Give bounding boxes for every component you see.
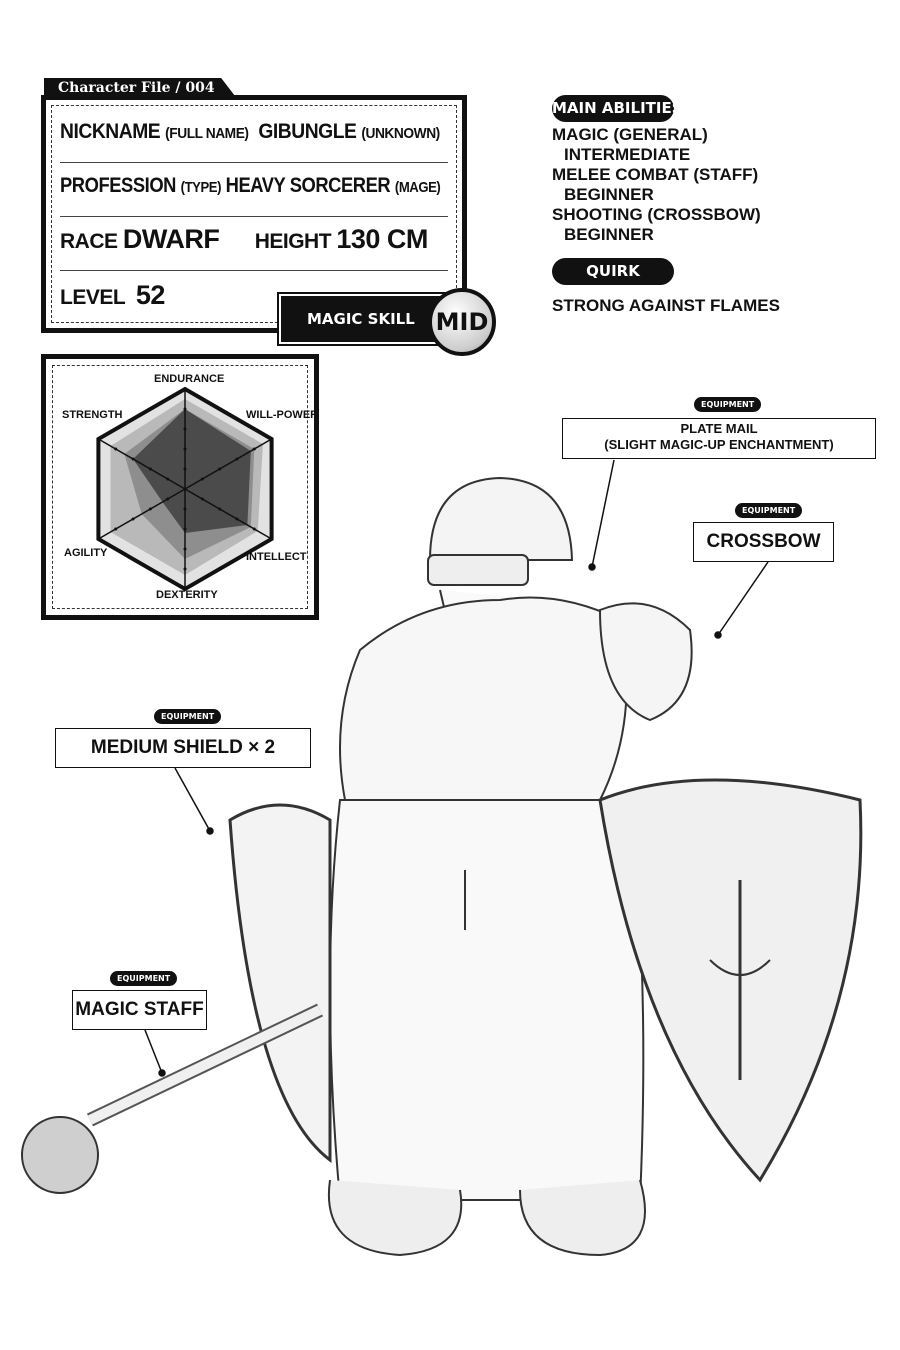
radar-axis	[98, 438, 186, 490]
axis-label-dexterity: DEXTERITY	[156, 589, 218, 601]
radar-axis	[98, 488, 186, 540]
equipment-tag: EQUIPMENT	[694, 397, 762, 412]
file-tab: Character File / 004	[44, 78, 237, 98]
equipment-tag: EQUIPMENT	[110, 971, 178, 986]
radar-tick	[200, 477, 204, 481]
equipment-tag: EQUIPMENT	[735, 503, 803, 518]
radar-tick	[131, 517, 135, 521]
radar-tick	[183, 467, 187, 471]
radar-tick	[235, 457, 239, 461]
main-abilities-heading: MAIN ABILITIES	[552, 95, 683, 122]
abilities-list: MAGIC (GENERAL) INTERMEDIATE MELEE COMBA…	[552, 125, 761, 244]
radar-tick	[183, 527, 187, 531]
equipment-tag: EQUIPMENT	[154, 709, 222, 724]
radar-tick	[166, 477, 170, 481]
axis-label-endurance: ENDURANCE	[154, 373, 225, 385]
radar-tick	[96, 537, 100, 541]
radar-axis	[184, 488, 272, 540]
axis-label-willpower: WILL-POWER	[246, 409, 319, 421]
axis-label-intellect: INTELLECT	[246, 551, 307, 563]
equipment-plate-mail: PLATE MAIL (SLIGHT MAGIC-UP ENCHANTMENT)	[562, 418, 876, 459]
equipment-magic-staff: MAGIC STAFF	[72, 990, 207, 1030]
radar-tick	[148, 467, 152, 471]
equipment-medium-shield: MEDIUM SHIELD × 2	[55, 728, 311, 768]
radar-tick	[166, 497, 170, 501]
radar-tick	[96, 437, 100, 441]
axis-label-strength: STRENGTH	[62, 409, 123, 421]
profession-row: PROFESSION (TYPE) HEAVY SORCERER (MAGE)	[60, 174, 441, 197]
radar-tick	[270, 437, 274, 441]
radar-tick	[183, 587, 187, 591]
radar-tick	[183, 547, 187, 551]
radar-tick	[218, 507, 222, 511]
equipment-crossbow: CROSSBOW	[693, 522, 834, 562]
magic-skill-badge: MID	[428, 288, 496, 356]
axis-label-agility: AGILITY	[64, 547, 108, 559]
radar-tick	[270, 537, 274, 541]
radar-svg	[96, 386, 274, 592]
radar-tick	[114, 447, 118, 451]
radar-tick	[183, 387, 187, 391]
radar-tick	[183, 407, 187, 411]
radar-tick	[131, 457, 135, 461]
radar-tick	[200, 497, 204, 501]
profile-card: NICKNAME (FULL NAME) GIBUNGLE (UNKNOWN) …	[41, 95, 467, 333]
radar-axis	[184, 438, 272, 490]
radar-tick	[114, 527, 118, 531]
radar-tick	[183, 507, 187, 511]
stats-radar-chart: ENDURANCE WILL-POWER INTELLECT DEXTERITY…	[41, 354, 319, 620]
radar-tick	[252, 527, 256, 531]
radar-tick	[252, 447, 256, 451]
radar-tick	[235, 517, 239, 521]
radar-tick	[183, 427, 187, 431]
nickname-row: NICKNAME (FULL NAME) GIBUNGLE (UNKNOWN)	[60, 120, 440, 143]
radar-tick	[218, 467, 222, 471]
quirk-heading: QUIRK	[552, 258, 674, 285]
level-row: LEVEL 52	[60, 280, 165, 310]
quirk-text: STRONG AGAINST FLAMES	[552, 296, 780, 315]
radar-tick	[183, 447, 187, 451]
race-row: RACE DWARF HEIGHT 130 CM	[60, 224, 428, 254]
radar-tick	[183, 567, 187, 571]
radar-tick	[148, 507, 152, 511]
